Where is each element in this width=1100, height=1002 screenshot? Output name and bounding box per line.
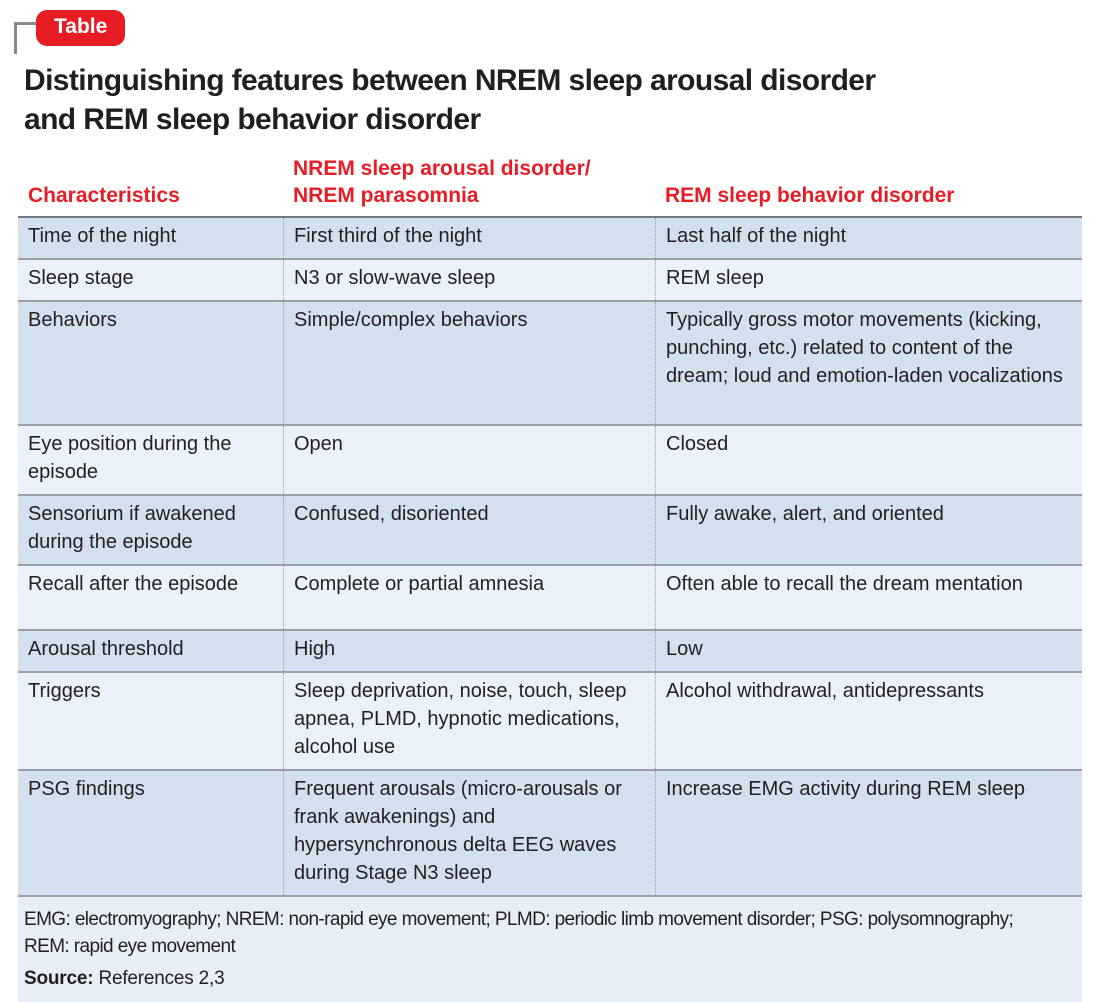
cell-characteristic: PSG findings bbox=[28, 778, 145, 800]
table-row: Eye position during the episode Open Clo… bbox=[18, 424, 1082, 494]
cell-characteristic: Eye position during the episode bbox=[28, 433, 232, 483]
cell-nrem: Confused, disoriented bbox=[283, 496, 655, 564]
cell-nrem: Frequent arousals (micro-arousals or fra… bbox=[283, 771, 655, 895]
cell-nrem: Sleep deprivation, noise, touch, sleep a… bbox=[283, 673, 655, 769]
title-line-2: and REM sleep behavior disorder bbox=[24, 103, 481, 136]
table-footnote: EMG: electromyography; NREM: non-rapid e… bbox=[18, 895, 1082, 1002]
cell-nrem: N3 or slow-wave sleep bbox=[283, 260, 655, 300]
table-row: Arousal threshold High Low bbox=[18, 629, 1082, 671]
cell-nrem: Complete or partial amnesia bbox=[283, 566, 655, 629]
table-row: Triggers Sleep deprivation, noise, touch… bbox=[18, 671, 1082, 769]
cell-characteristic: Sensorium if awakened during the episode bbox=[28, 503, 236, 553]
header-rem-disorder: REM sleep behavior disorder bbox=[665, 184, 955, 207]
table-badge: Table bbox=[36, 10, 126, 46]
source-label: Source: bbox=[24, 968, 94, 989]
cell-characteristic: Behaviors bbox=[28, 309, 117, 331]
cell-nrem: First third of the night bbox=[283, 218, 655, 258]
cell-rem: Fully awake, alert, and oriented bbox=[655, 496, 1082, 564]
cell-nrem: High bbox=[283, 631, 655, 671]
cell-rem: Alcohol withdrawal, antidepressants bbox=[655, 673, 1082, 769]
cell-rem: Last half of the night bbox=[655, 218, 1082, 258]
table-title: Distinguishing features between NREM sle… bbox=[24, 61, 1082, 139]
table-row: Sleep stage N3 or slow-wave sleep REM sl… bbox=[18, 258, 1082, 300]
table-body: Time of the night First third of the nig… bbox=[18, 216, 1082, 895]
source-text: References 2,3 bbox=[98, 968, 225, 989]
corner-bracket bbox=[14, 22, 50, 54]
table-row: Sensorium if awakened during the episode… bbox=[18, 494, 1082, 564]
cell-nrem: Simple/complex behaviors bbox=[283, 302, 655, 424]
header-characteristics: Characteristics bbox=[28, 184, 180, 207]
header-nrem-disorder: NREM sleep arousal disorder/ NREM paraso… bbox=[293, 157, 591, 207]
table-header-row: Characteristics NREM sleep arousal disor… bbox=[18, 155, 1082, 216]
table-row: PSG findings Frequent arousals (micro-ar… bbox=[18, 769, 1082, 895]
cell-rem: Closed bbox=[655, 426, 1082, 494]
cell-characteristic: Triggers bbox=[28, 680, 101, 702]
cell-rem: Low bbox=[655, 631, 1082, 671]
cell-rem: Often able to recall the dream mentation bbox=[655, 566, 1082, 629]
cell-characteristic: Recall after the episode bbox=[28, 573, 239, 595]
cell-rem: REM sleep bbox=[655, 260, 1082, 300]
table-row: Recall after the episode Complete or par… bbox=[18, 564, 1082, 629]
table-row: Time of the night First third of the nig… bbox=[18, 218, 1082, 258]
cell-characteristic: Sleep stage bbox=[28, 267, 134, 289]
cell-characteristic: Time of the night bbox=[28, 225, 177, 247]
cell-characteristic: Arousal threshold bbox=[28, 638, 184, 660]
title-line-1: Distinguishing features between NREM sle… bbox=[24, 64, 876, 97]
cell-rem: Increase EMG activity during REM sleep bbox=[655, 771, 1082, 895]
cell-rem: Typically gross motor movements (kicking… bbox=[655, 302, 1082, 424]
abbreviations-note: EMG: electromyography; NREM: non-rapid e… bbox=[24, 909, 1014, 957]
cell-nrem: Open bbox=[283, 426, 655, 494]
source-note: Source: References 2,3 bbox=[24, 968, 1052, 990]
table-row: Behaviors Simple/complex behaviors Typic… bbox=[18, 300, 1082, 424]
